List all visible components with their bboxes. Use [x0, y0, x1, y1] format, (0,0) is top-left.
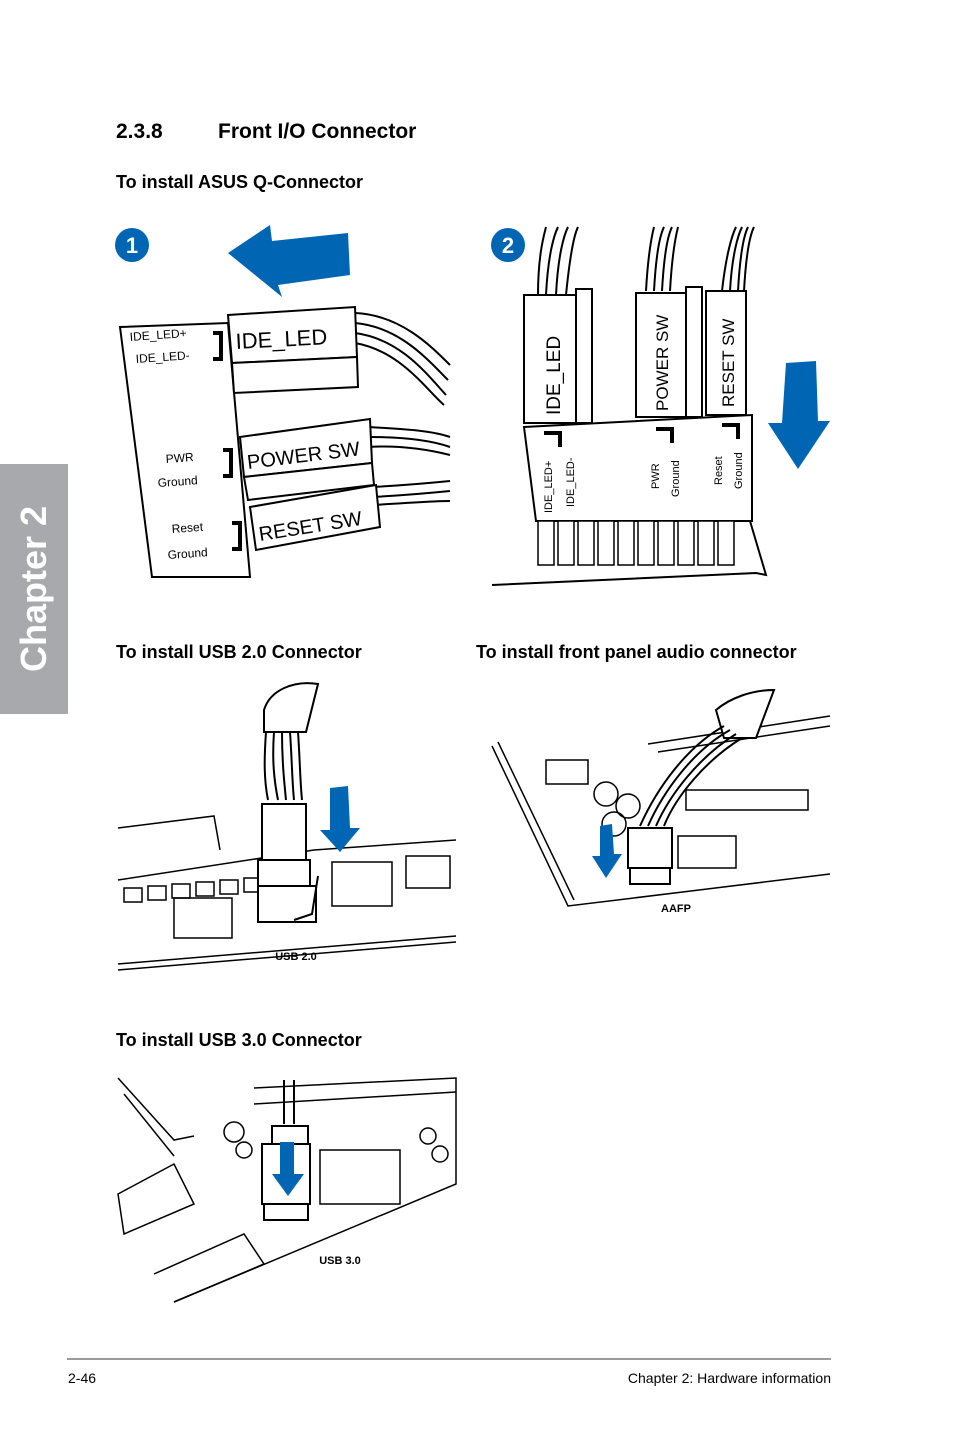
svg-text:1: 1 — [126, 233, 138, 258]
usb30-illustration: USB 3.0 — [117, 1077, 457, 1303]
plug-label-ide-led: IDE_LED — [235, 324, 328, 354]
svg-text:2: 2 — [502, 233, 514, 258]
pin-label: Ground — [733, 452, 745, 489]
audio-illustration: AAFP — [491, 688, 831, 915]
pin-label: PWR — [165, 450, 194, 466]
arrow-down-icon — [320, 786, 360, 852]
pin-label: IDE_LED+ — [129, 326, 187, 344]
arrow-down-icon — [768, 361, 830, 469]
q-connector-step2-illustration: 2 IDE_LED POWER SW RESET SW IDE_LED+ IDE… — [491, 226, 830, 586]
pin-label: Reset — [171, 520, 204, 536]
subheading-usb20: To install USB 2.0 Connector — [116, 642, 362, 662]
arrow-down-icon — [592, 824, 622, 878]
pin-label: Ground — [167, 545, 208, 562]
chapter-tab-label: Chapter 2 — [13, 505, 54, 673]
usb20-label: USB 2.0 — [275, 951, 317, 963]
pin-label: PWR — [650, 463, 662, 489]
usb30-label: USB 3.0 — [319, 1255, 361, 1267]
footer-divider — [67, 1358, 831, 1360]
usb20-illustration: USB 2.0 — [117, 682, 457, 971]
subheading-usb30: To install USB 3.0 Connector — [116, 1030, 362, 1050]
arrow-down-icon — [272, 1142, 304, 1196]
page-number: 2-46 — [68, 1370, 97, 1386]
subheading-audio: To install front panel audio connector — [476, 642, 797, 662]
step-badge-1: 1 — [115, 228, 149, 262]
step-badge-2: 2 — [491, 228, 525, 262]
plug-label-reset-sw: RESET SW — [719, 319, 738, 407]
section-title: Front I/O Connector — [218, 120, 417, 143]
footer-chapter: Chapter 2: Hardware information — [627, 1370, 831, 1386]
pin-label: Reset — [713, 456, 725, 485]
pin-label: Ground — [157, 473, 198, 490]
pin-label: IDE_LED+ — [543, 461, 555, 513]
section-number: 2.3.8 — [116, 120, 163, 143]
arrow-left-icon — [228, 225, 350, 297]
subheading-q-connector: To install ASUS Q-Connector — [116, 172, 364, 192]
aafp-label: AAFP — [661, 903, 691, 915]
plug-label-power-sw: POWER SW — [653, 315, 672, 411]
plug-label-ide-led: IDE_LED — [544, 336, 565, 415]
pin-label: Ground — [670, 460, 682, 497]
q-connector-step1-illustration: 1 IDE_LED+ IDE_LED- PWR Ground Reset Gro… — [115, 225, 451, 578]
pin-label: IDE_LED- — [565, 457, 577, 507]
chapter-tab: Chapter 2 — [0, 464, 68, 714]
pin-label: IDE_LED- — [135, 348, 190, 366]
